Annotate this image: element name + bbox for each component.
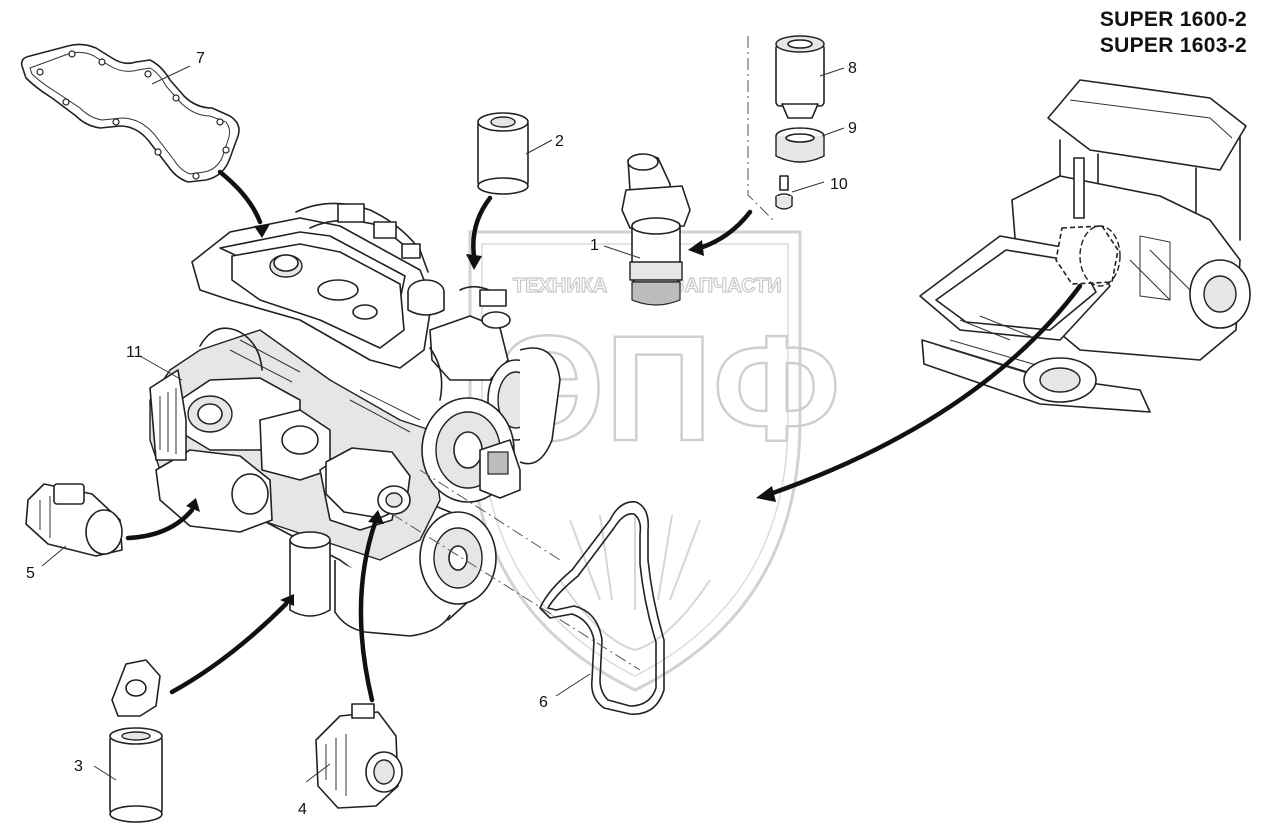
oil-filter: [109, 659, 163, 823]
callout-labels: 7 2 1 8 9 10 11 5 3 4 6: [26, 50, 857, 818]
alternator: [315, 703, 403, 809]
watermark-shield-icon: [468, 230, 802, 692]
alignment-line: [391, 513, 641, 671]
callout-9: 9: [848, 120, 857, 137]
callout-11: 11: [126, 344, 143, 361]
model-title-1: SUPER 1600-2: [1099, 8, 1247, 31]
valve-cover-gasket: [20, 43, 240, 183]
poly-v-belt: [539, 501, 665, 715]
watermark-text-left: ТЕХНИКА: [513, 275, 607, 297]
callout-3: 3: [74, 758, 83, 775]
filter-cartridge: [477, 112, 529, 195]
callout-6: 6: [539, 694, 548, 711]
alignment-line-2: [419, 469, 561, 561]
starter-motor: [25, 483, 123, 557]
callout-leaders: [41, 65, 845, 783]
asphalt-paver-icon: [919, 79, 1251, 413]
model-title-2: SUPER 1603-2: [1099, 34, 1247, 57]
callout-10: 10: [830, 176, 848, 193]
engine-assembly-icon: [149, 202, 561, 637]
assembly-arrows: [125, 169, 1083, 703]
callout-1: 1: [590, 237, 599, 254]
watermark-text-right: ЗАПЧАСТИ: [672, 275, 782, 297]
watermark-wheat-icon: [559, 514, 711, 652]
callout-7: 7: [196, 50, 205, 67]
callout-4: 4: [298, 801, 307, 818]
callout-2: 2: [555, 133, 564, 150]
fuel-filter-kit: [747, 35, 825, 223]
fuel-filter-assembly: [621, 153, 691, 306]
callout-8: 8: [848, 60, 857, 77]
callout-5: 5: [26, 565, 35, 582]
